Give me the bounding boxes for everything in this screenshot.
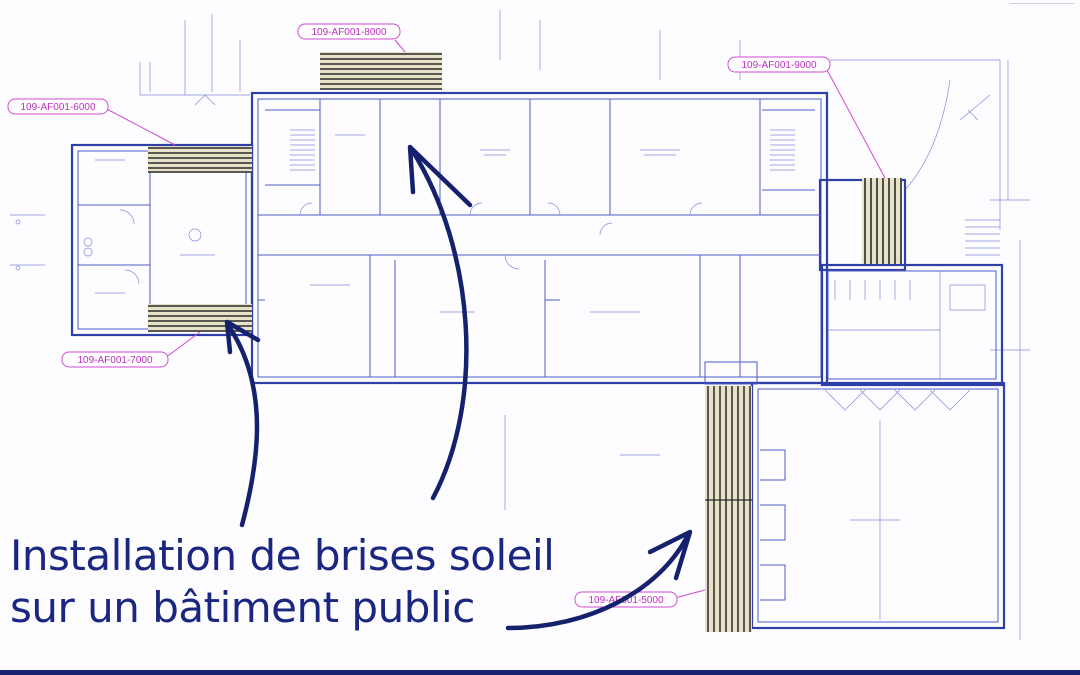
- callout-8000: 109-AF001-8000: [297, 23, 401, 40]
- callout-9000: 109-AF001-9000: [727, 56, 831, 73]
- callout-leaders: [104, 39, 886, 599]
- corner-divider: [1010, 0, 1074, 4]
- louver-5000: [705, 386, 752, 632]
- stair-right: [770, 129, 795, 171]
- site-lines: [10, 10, 1030, 640]
- louver-7000: [148, 304, 252, 332]
- bottom-accent-bar: [0, 670, 1080, 675]
- louver-9000: [862, 178, 902, 264]
- louver-8000: [320, 52, 442, 90]
- callout-7000: 109-AF001-7000: [61, 351, 169, 368]
- pointer-arrow-icon-left: [224, 319, 261, 528]
- callout-5000-label: 109-AF001-5000: [588, 595, 663, 606]
- callout-6000: 109-AF001-6000: [7, 98, 109, 115]
- room-label-marks: [95, 134, 900, 521]
- pointer-arrow-icon-center: [407, 144, 473, 501]
- callout-7000-label: 109-AF001-7000: [77, 355, 152, 366]
- interior-walls: [78, 99, 1000, 620]
- caption-line-2: sur un bâtiment public: [10, 583, 475, 632]
- louver-6000: [148, 146, 252, 173]
- pointer-arrow-icon-right: [505, 529, 693, 631]
- stair-left: [290, 129, 315, 171]
- slide-caption: Installation de brises soleil sur un bât…: [10, 530, 555, 634]
- caption-line-1: Installation de brises soleil: [10, 531, 555, 580]
- callout-8000-label: 109-AF001-8000: [311, 27, 386, 38]
- callout-6000-label: 109-AF001-6000: [20, 102, 95, 113]
- callout-9000-label: 109-AF001-9000: [741, 60, 816, 71]
